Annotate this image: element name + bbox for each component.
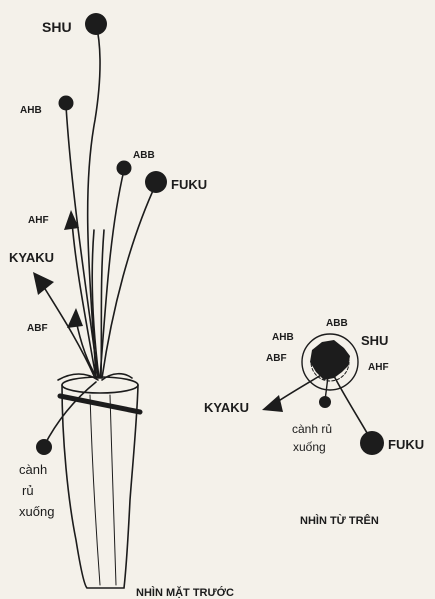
canh-ru-xuong-marker: [36, 439, 52, 455]
front-view-labels: SHU AHB ABB FUKU AHF KYAKU ABF cành rủ x…: [9, 19, 234, 599]
ahb-marker: [58, 95, 74, 111]
label-ahf: AHF: [28, 215, 49, 226]
kyaku-marker: [33, 272, 54, 295]
top-label-xuong: xuống: [293, 440, 326, 454]
ahf-marker: [64, 210, 79, 230]
stem-ahf: [71, 221, 97, 379]
label-abf: ABF: [27, 323, 48, 334]
label-fuku: FUKU: [171, 177, 207, 192]
stem-ahb: [65, 105, 99, 379]
label-ahb: AHB: [20, 105, 42, 116]
label-canh: cành: [19, 462, 47, 477]
top-fuku-marker: [360, 431, 384, 455]
top-label-shu: SHU: [361, 333, 388, 348]
top-view: [273, 333, 371, 439]
stem-extra-2: [100, 229, 105, 379]
stem-extra-3: [57, 373, 99, 381]
top-view-caption: NHÌN TỪ TRÊN: [300, 514, 379, 527]
abb-marker: [116, 160, 132, 176]
top-label-ahf: AHF: [368, 362, 389, 373]
stem-canh-ru-xuong: [43, 381, 97, 447]
label-kyaku: KYAKU: [9, 250, 54, 265]
top-view-labels: ABB AHB SHU ABF AHF KYAKU cành rủ xuống …: [204, 318, 424, 527]
stem-extra-4: [101, 372, 133, 381]
top-label-canh-ru-xuong: cành rủ xuống: [292, 422, 335, 454]
top-kyaku-marker: [262, 395, 283, 412]
label-canh-ru-xuong: cành rủ xuống: [19, 462, 54, 519]
top-label-canh-ru: cành rủ: [292, 422, 332, 436]
top-label-abf: ABF: [266, 353, 287, 364]
stem-shu: [86, 23, 101, 379]
top-stem-fuku: [333, 375, 371, 439]
top-label-ahb: AHB: [272, 332, 294, 343]
stem-fuku: [101, 183, 157, 379]
label-ru: rủ: [22, 483, 34, 498]
stem-extra-1: [91, 229, 100, 379]
kenzan-bar: [57, 393, 143, 415]
top-vase-rim: [301, 333, 359, 391]
vase: [61, 376, 139, 589]
fuku-marker: [145, 171, 167, 193]
stem-abb: [99, 169, 125, 379]
top-center-mass: [310, 340, 350, 380]
front-view: [41, 23, 157, 589]
top-label-abb: ABB: [326, 318, 348, 329]
top-vase-inner: [310, 342, 350, 382]
front-view-caption: NHÌN MẶT TRƯỚC: [136, 586, 234, 599]
label-shu: SHU: [42, 19, 72, 35]
abf-marker: [67, 308, 83, 328]
top-canh-ru-xuong-marker: [319, 396, 331, 408]
label-abb: ABB: [133, 150, 155, 161]
top-label-fuku: FUKU: [388, 437, 424, 452]
shu-marker: [85, 13, 107, 35]
label-xuong: xuống: [19, 504, 54, 519]
top-label-kyaku: KYAKU: [204, 400, 249, 415]
